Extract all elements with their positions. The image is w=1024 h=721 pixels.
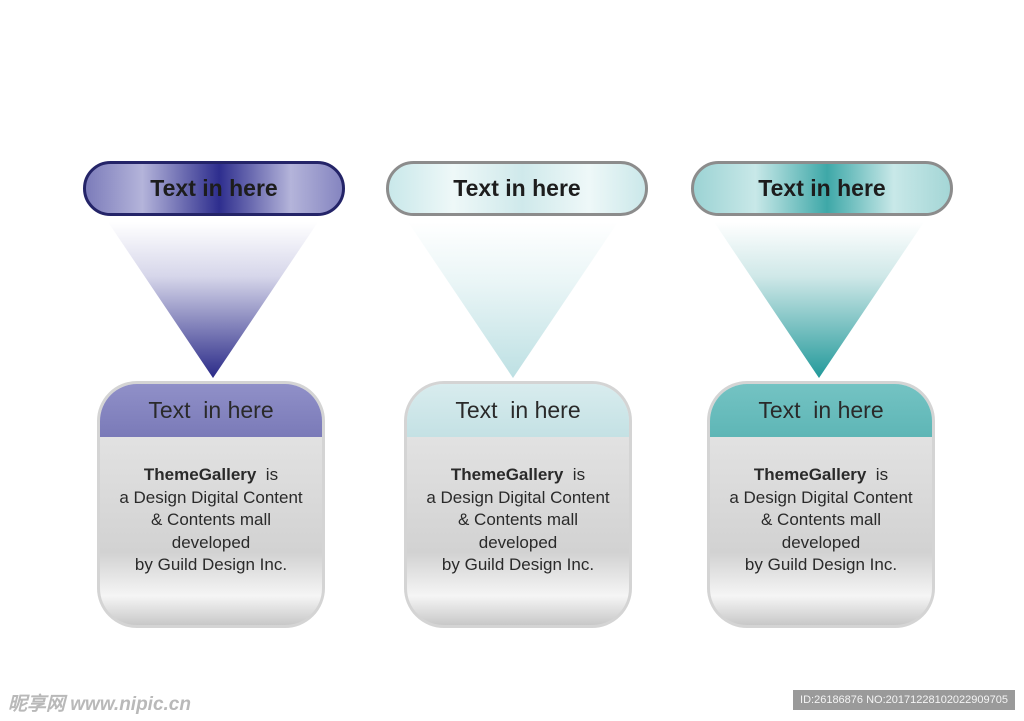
card-line: by Guild Design Inc.	[441, 555, 595, 574]
card-line: & Contents mall	[151, 510, 271, 529]
header-pill-2: Text in here	[386, 161, 648, 216]
watermark-id: ID:26186876 NO:20171228102022909705	[793, 690, 1015, 710]
card-line: a Design Digital Content	[119, 487, 303, 507]
header-pill-label: Text in here	[453, 175, 581, 201]
card-body: ThemeGallery is a Design Digital Content…	[710, 437, 932, 577]
header-pill-label: Text in here	[758, 175, 886, 201]
card-line: a Design Digital Content	[426, 487, 610, 507]
card-lead-line: ThemeGallery is	[407, 464, 629, 487]
info-card-2: Text in here ThemeGallery is a Design Di…	[404, 381, 632, 628]
card-body: ThemeGallery is a Design Digital Content…	[407, 437, 629, 577]
card-line: developed	[171, 532, 251, 552]
card-line: by Guild Design Inc.	[744, 555, 898, 574]
watermark-logo: 昵享网 www.nipic.cn	[8, 694, 191, 715]
header-pill-3: Text in here	[691, 161, 953, 216]
info-card-1: Text in here ThemeGallery is a Design Di…	[97, 381, 325, 628]
card-lead-suffix: is	[563, 465, 586, 484]
card-line: developed	[781, 532, 861, 552]
card-body: ThemeGallery is a Design Digital Content…	[100, 437, 322, 577]
info-card-3: Text in here ThemeGallery is a Design Di…	[707, 381, 935, 628]
connector-triangle-3	[714, 222, 924, 378]
card-line: & Contents mall	[458, 510, 578, 529]
card-lead-suffix: is	[256, 465, 279, 484]
card-line: & Contents mall	[761, 510, 881, 529]
card-lead-line: ThemeGallery is	[100, 464, 322, 487]
card-lead-suffix: is	[866, 465, 889, 484]
card-line: by Guild Design Inc.	[134, 555, 288, 574]
card-title: Text in here	[100, 384, 322, 437]
header-pill-label: Text in here	[150, 175, 278, 201]
card-lead-line: ThemeGallery is	[710, 464, 932, 487]
card-line: a Design Digital Content	[729, 487, 913, 507]
connector-triangle-2	[408, 222, 618, 378]
card-lead: ThemeGallery	[450, 465, 564, 484]
card-title: Text in here	[710, 384, 932, 437]
card-line: developed	[478, 532, 558, 552]
header-pill-1: Text in here	[83, 161, 345, 216]
card-title: Text in here	[407, 384, 629, 437]
card-lead: ThemeGallery	[753, 465, 867, 484]
card-lead: ThemeGallery	[143, 465, 257, 484]
connector-triangle-1	[108, 222, 318, 378]
